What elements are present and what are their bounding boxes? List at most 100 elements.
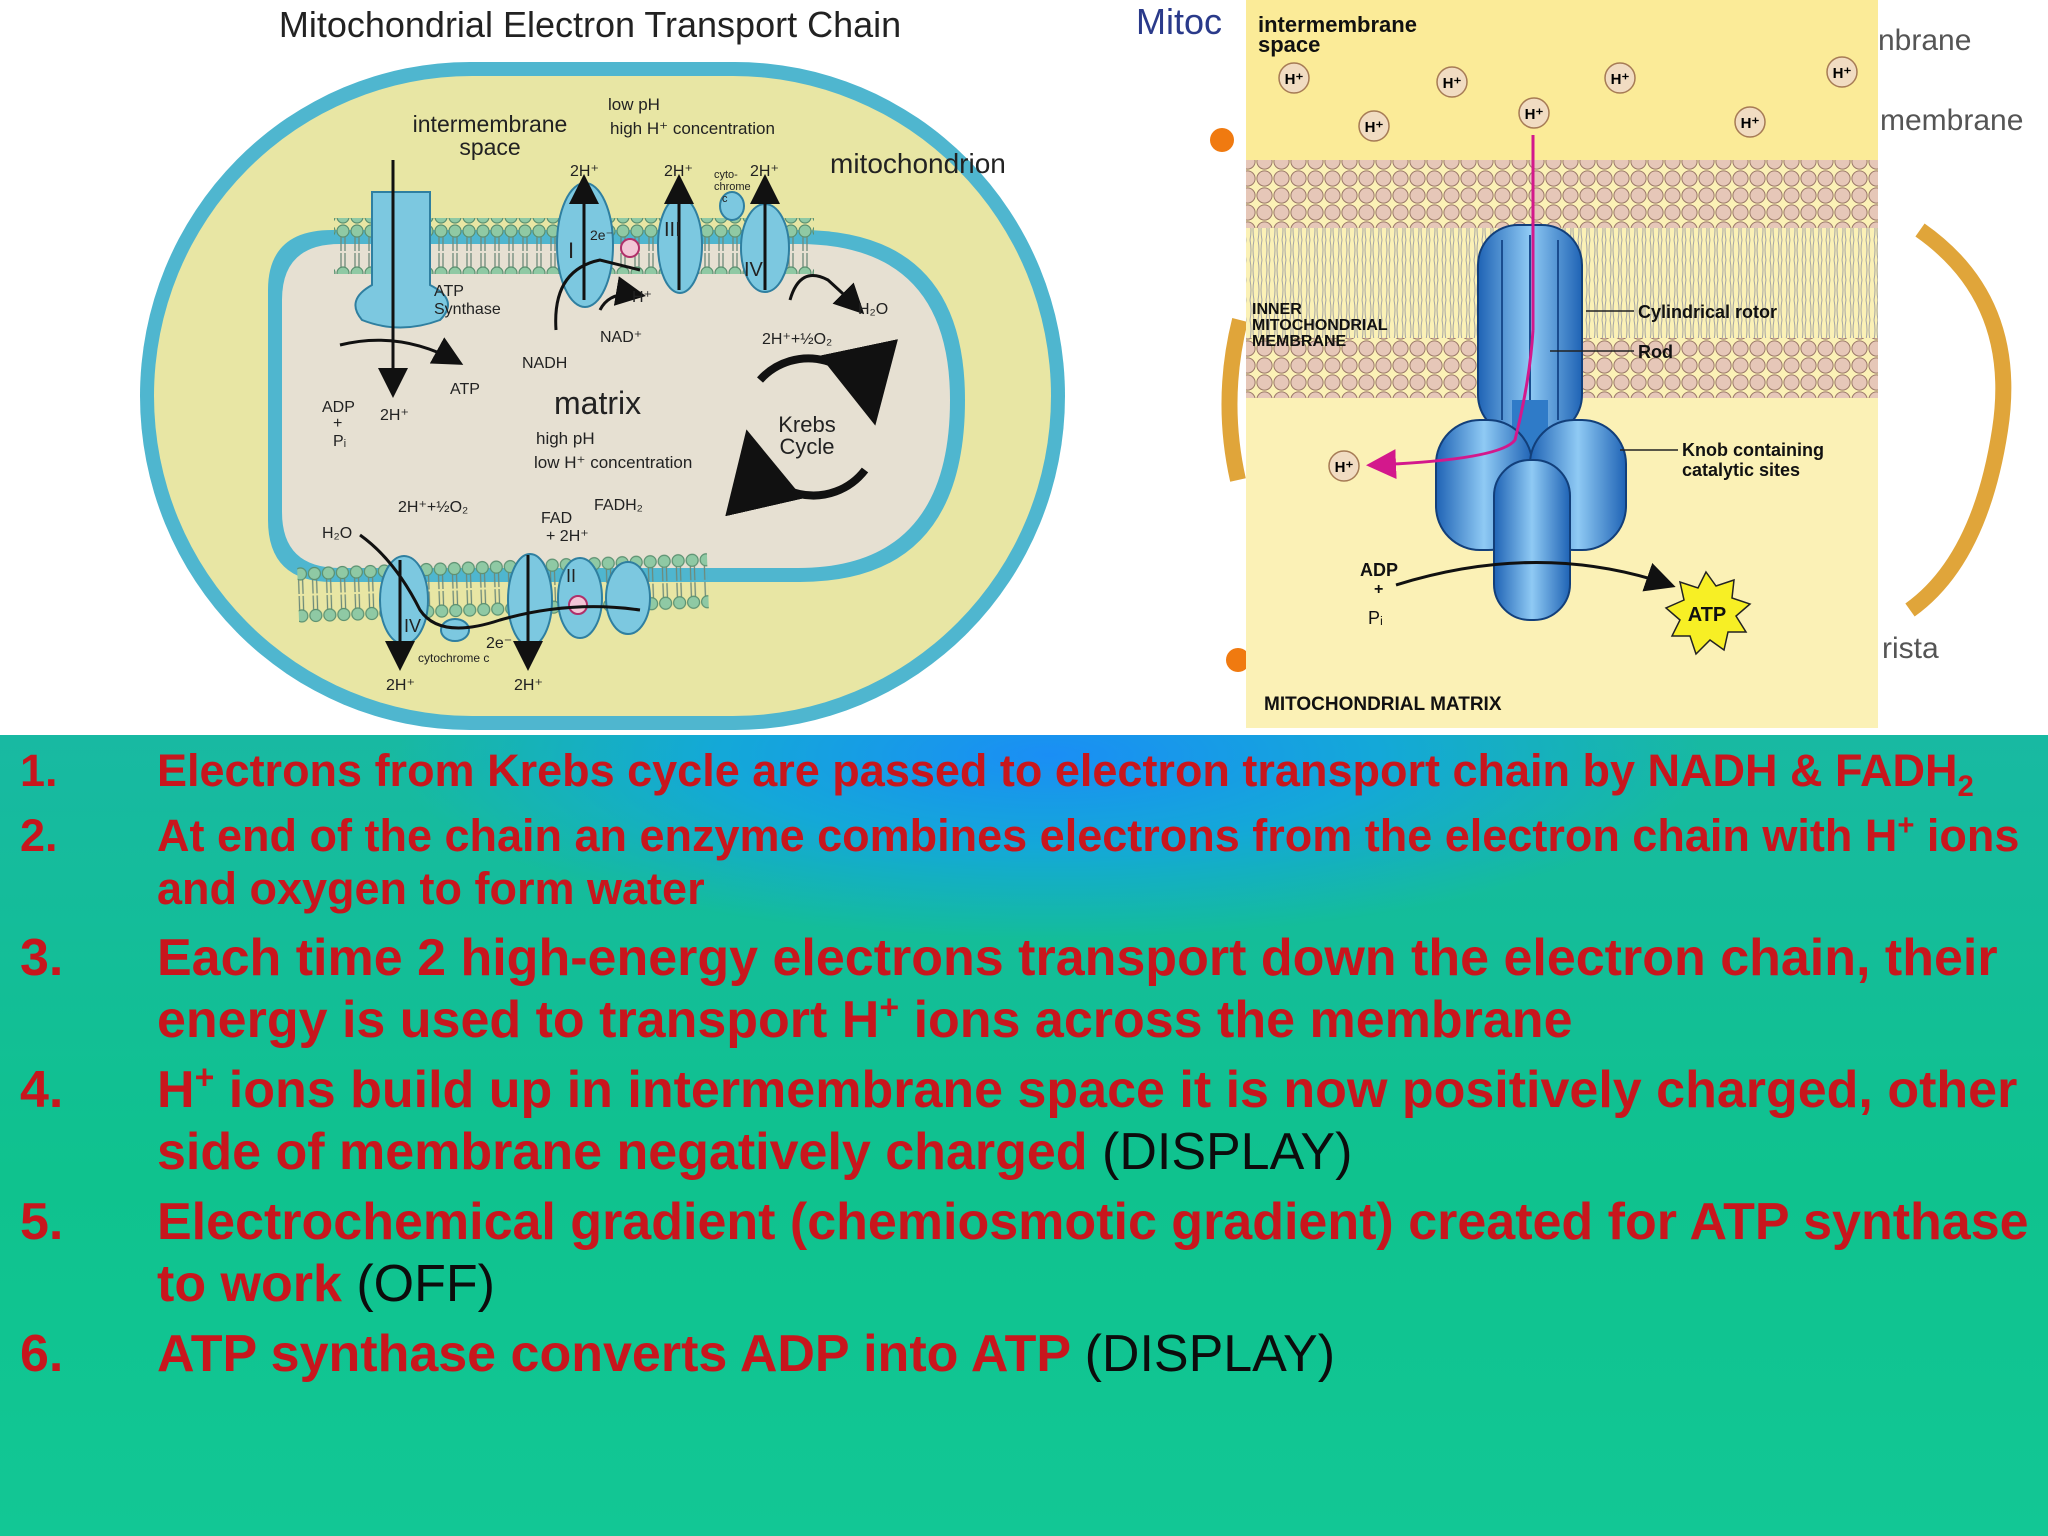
item-text-main: Electrochemical gradient (chemiosmotic g… [157, 1193, 2029, 1313]
label-cytochrome-c-bottom: cytochrome c [418, 651, 489, 665]
atp-synthase-diagram: Mitoc nbrane membrane rista [1120, 0, 2048, 735]
off-tag: (OFF) [356, 1255, 495, 1313]
atp-starburst [1664, 570, 1752, 656]
label-inner: INNER [1252, 301, 1302, 318]
label-high-h-concentration: high H⁺ concentration [610, 119, 775, 138]
ion-label: H⁺ [1365, 119, 1384, 136]
item-text: At end of the chain an enzyme combines e… [157, 809, 2030, 915]
knob-center [1493, 459, 1571, 621]
label-low-ph: low pH [608, 95, 660, 114]
bg-orange-dot [1210, 128, 1234, 152]
ion-label: H⁺ [1741, 115, 1760, 132]
label-atp-synthase-1: ATP [434, 283, 464, 300]
notes-background [0, 735, 2048, 1536]
label-2h-left: 2H⁺ [380, 407, 409, 424]
bg-title-fragment: Mitoc [1136, 1, 1222, 42]
diagram-panel: Mitochondrial Electron Transport Chain [0, 0, 2048, 735]
label-atp-synthase-2: Synthase [434, 301, 501, 318]
label-fad-2h: + 2H⁺ [546, 528, 589, 545]
label-2h-top-1: 2H⁺ [570, 163, 599, 180]
item-number: 4. [20, 1061, 64, 1119]
pathway-arrows [339, 160, 865, 671]
label-cytochrome-top-3: c [722, 193, 728, 205]
label-h-plus: H⁺ [632, 289, 652, 306]
label-complex-II-bottom: II [566, 566, 576, 586]
label-cytochrome-top-2: chrome [714, 181, 751, 193]
label-2h-top-3: 2H⁺ [750, 163, 779, 180]
label-cylindrical-rotor: Cylindrical rotor [1638, 302, 1777, 322]
item-number: 2. [20, 810, 58, 861]
superscript: + [879, 988, 900, 1027]
cytochrome-c-bottom [440, 618, 470, 642]
item-text-post: ions and oxygen to form water [157, 810, 2020, 914]
label-mitochondrial: MITOCHONDRIAL [1252, 317, 1388, 334]
list-item: 6. ATP synthase converts ADP into ATP (D… [20, 1323, 2030, 1385]
item-text-pre: At end of the chain an enzyme combines e… [157, 810, 1898, 861]
complex-I-bottom-shape [605, 561, 651, 635]
label-2h-bottom-2: 2H⁺ [514, 677, 543, 694]
atp-label: ATP [1688, 604, 1727, 626]
superscript: + [194, 1058, 215, 1097]
list-item: 1. Electrons from Krebs cycle are passed… [20, 745, 2030, 802]
item-text-main: Electrons from Krebs cycle are passed to… [157, 745, 1958, 796]
cytochrome-c-top [719, 191, 745, 221]
points-list: 1. Electrons from Krebs cycle are passed… [20, 745, 2030, 1385]
ion-label: H⁺ [1335, 459, 1354, 476]
label-cycle: Cycle [779, 434, 834, 459]
leader-lines [1550, 310, 1678, 451]
list-item: 2. At end of the chain an enzyme combine… [20, 809, 2030, 915]
item-text-post: ions build up in intermembrane space it … [157, 1061, 2018, 1181]
bg-mitochondrion-outline [1905, 223, 2012, 617]
label-nad-plus: NAD⁺ [600, 329, 642, 346]
q-ubiquinone-bottom [568, 595, 588, 615]
label-fad: FAD [541, 510, 572, 527]
display-tag: (DISPLAY) [1084, 1325, 1336, 1383]
label-h2o-bottom: H₂O [322, 525, 352, 542]
diagram-title: Mitochondrial Electron Transport Chain [279, 4, 901, 45]
item-number: 3. [20, 929, 64, 987]
label-adp-plus: + [1374, 581, 1383, 598]
superscript: + [1897, 809, 1915, 842]
electron-transport-chain-diagram: Mitochondrial Electron Transport Chain [140, 4, 1065, 730]
item-number: 5. [20, 1193, 64, 1251]
label-intermembrane: intermembrane [413, 111, 568, 137]
label-krebs: Krebs [778, 412, 835, 437]
label-adp: ADP [1360, 560, 1398, 580]
item-number: 1. [20, 745, 58, 796]
label-2h-half-o2-bottom: 2H⁺+½O₂ [398, 499, 468, 516]
adp-to-atp-arrow [1395, 561, 1676, 592]
list-item: 3. Each time 2 high-energy electrons tra… [20, 927, 2030, 1051]
q-ubiquinone-top [620, 238, 640, 258]
label-knob-1: Knob containing [1682, 440, 1824, 460]
label-intermembrane: intermembrane [1258, 12, 1417, 37]
item-text: Each time 2 high-energy electrons transp… [157, 927, 2030, 1051]
label-h2o-top: H₂O [858, 301, 888, 318]
label-cytochrome-top-1: cyto- [714, 169, 738, 181]
label-2h-top-2: 2H⁺ [664, 163, 693, 180]
ion-label: H⁺ [1611, 71, 1630, 88]
bg-mitochondrion-outline-left [1221, 318, 1248, 482]
label-membrane: MEMBRANE [1252, 333, 1347, 350]
complex-III-bottom-shape [507, 553, 553, 647]
ion-label: H⁺ [1443, 75, 1462, 92]
ion-label: H⁺ [1285, 71, 1304, 88]
label-2e-top: 2e⁻ [590, 227, 613, 243]
label-space: space [459, 134, 520, 160]
item-text-main: ATP synthase converts ADP into ATP [157, 1325, 1085, 1383]
atp-panel-intermembrane [1246, 0, 1878, 160]
item-text-pre: Each time 2 high-energy electrons transp… [157, 929, 1998, 1049]
label-pi: Pᵢ [1368, 608, 1383, 628]
bg-membrane-1: nbrane [1878, 24, 1971, 57]
label-atp: ATP [450, 381, 480, 398]
ion-label: H⁺ [1525, 106, 1544, 123]
label-adp: ADP [322, 399, 355, 416]
item-text: Electrons from Krebs cycle are passed to… [157, 745, 2030, 802]
item-text: ATP synthase converts ADP into ATP (DISP… [157, 1323, 2030, 1385]
item-text: H+ ions build up in intermembrane space … [157, 1059, 2030, 1183]
label-low-h-concentration: low H⁺ concentration [534, 453, 692, 472]
label-adp-plus: + [333, 415, 342, 432]
label-complex-IV: IV [744, 259, 764, 281]
item-number: 6. [20, 1325, 64, 1383]
bg-membrane-2: membrane [1880, 104, 2023, 137]
rotor-grooves [1501, 235, 1559, 425]
